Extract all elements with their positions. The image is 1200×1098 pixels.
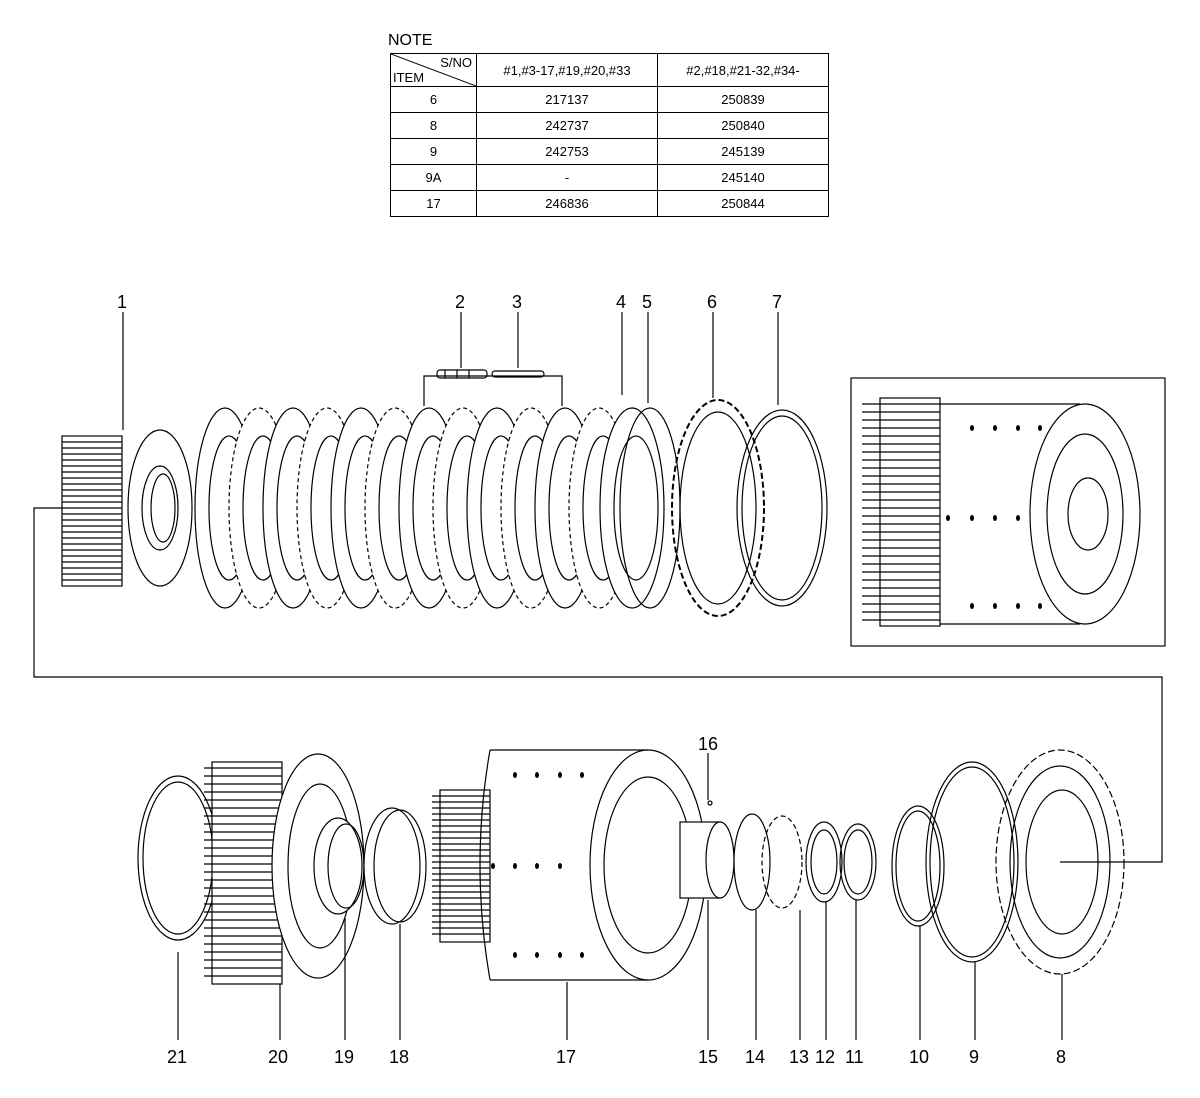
diagonal-header-cell: S/NO ITEM <box>390 53 477 87</box>
leader-lines-top <box>122 312 779 430</box>
part-1-splined-hub <box>61 429 193 587</box>
part-7-snap-ring <box>736 409 828 607</box>
callout-labels: 1 2 3 4 5 6 7 21 20 19 18 17 16 15 14 13… <box>117 292 1066 1067</box>
part-19-roller-bearing <box>313 817 365 915</box>
callout-14: 14 <box>745 1047 765 1067</box>
part-8-thrust-bearing <box>995 749 1125 975</box>
part-cell: 246836 <box>476 190 658 217</box>
assembly-connector-line <box>33 507 1163 863</box>
callout-9: 9 <box>969 1047 979 1067</box>
item-cell: 8 <box>390 112 477 139</box>
callout-1: 1 <box>117 292 127 312</box>
part-6-bearing-cage <box>671 399 765 617</box>
callout-8: 8 <box>1056 1047 1066 1067</box>
callout-6: 6 <box>707 292 717 312</box>
clutch-disc-stack <box>194 407 630 609</box>
callout-7: 7 <box>772 292 782 312</box>
header-item: ITEM <box>393 70 425 85</box>
callout-17: 17 <box>556 1047 576 1067</box>
part-cell: 217137 <box>476 86 658 113</box>
part-cell: 250839 <box>657 86 829 113</box>
diagonal-line <box>391 54 476 86</box>
parts-11-14-bearings-rings <box>733 813 877 911</box>
callout-15: 15 <box>698 1047 718 1067</box>
callout-16: 16 <box>698 734 718 754</box>
part-17-drum <box>432 749 707 981</box>
callout-20: 20 <box>268 1047 288 1067</box>
note-title: NOTE <box>388 32 433 49</box>
callout-2: 2 <box>455 292 465 312</box>
column-header: #2,#18,#21-32,#34- <box>657 53 829 87</box>
part-15-shaft <box>679 800 735 899</box>
part-cell: 250844 <box>657 190 829 217</box>
callout-3: 3 <box>512 292 522 312</box>
callout-21: 21 <box>167 1047 187 1067</box>
callout-19: 19 <box>334 1047 354 1067</box>
leader-lines-bottom <box>177 753 1063 1040</box>
callout-11: 11 <box>845 1047 864 1067</box>
item-cell: 17 <box>390 190 477 217</box>
part-cell: 245139 <box>657 138 829 165</box>
callout-4: 4 <box>616 292 626 312</box>
table-row: 9A-245140 <box>390 164 829 191</box>
callout-10: 10 <box>909 1047 929 1067</box>
callout-5: 5 <box>642 292 652 312</box>
callout-18: 18 <box>389 1047 409 1067</box>
parts-9-10-rings <box>891 761 1019 963</box>
header-sno: S/NO <box>440 55 472 70</box>
callout-12: 12 <box>815 1047 835 1067</box>
assembled-inset <box>850 377 1166 647</box>
item-cell: 9 <box>390 138 477 165</box>
note-table: S/NO ITEM #1,#3-17,#19,#20,#33 #2,#18,#2… <box>390 53 829 217</box>
part-18-race <box>363 807 427 925</box>
part-cell: 242737 <box>476 112 658 139</box>
part-4-5-plates <box>599 407 681 609</box>
callout-13: 13 <box>789 1047 809 1067</box>
parts-2-3-springs <box>423 369 563 406</box>
